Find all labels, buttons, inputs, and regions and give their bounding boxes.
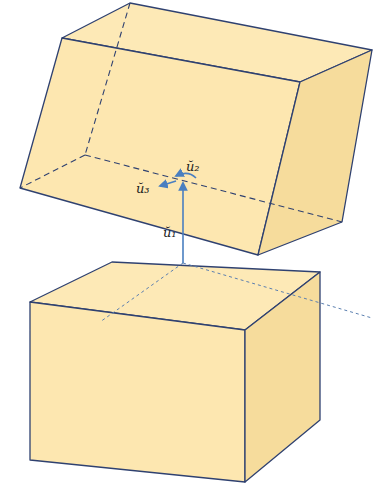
lower-front-face <box>30 302 245 482</box>
axis-label: ŭ₁ <box>163 226 177 239</box>
unit-vectors <box>160 173 196 263</box>
lower-right-face <box>245 272 320 482</box>
axis-label: ŭ₂ <box>186 160 200 173</box>
reference-axes <box>100 263 372 322</box>
hidden-edges <box>20 3 342 222</box>
axis-label: ŭ₃ <box>136 182 150 195</box>
upper-front-face <box>20 38 300 255</box>
upper-right-face <box>258 50 372 255</box>
